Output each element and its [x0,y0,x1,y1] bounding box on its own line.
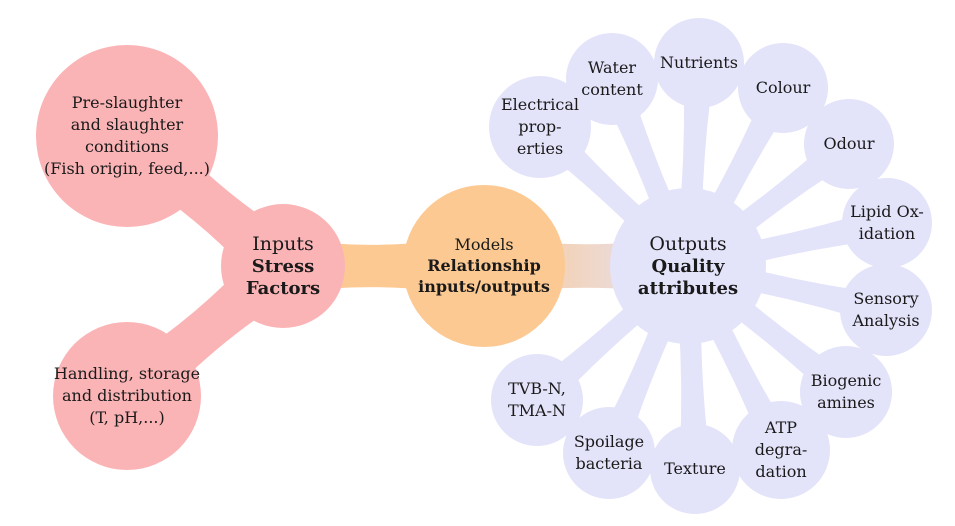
inputs-subtitle-line-2: Factors [245,277,321,299]
models-subtitle-line-2: inputs/outputs [418,277,550,296]
node-text-line: Analysis [852,311,920,330]
node-text-line: Electrical [500,95,580,114]
node-text-line: Handling, storage [53,364,201,383]
node-text-line: Nutrients [660,53,738,72]
output-colour-node: Colour [738,43,828,133]
node-text-line: (Fish origin, feed,...) [44,159,210,178]
output-tvbn-tman-node: TVB-N, TMA-N [491,354,583,446]
node-text-line: (T, pH,...) [89,408,165,427]
node-text-line: TMA-N [507,401,566,420]
node-text-line: and distribution [62,386,192,405]
node-text-line: Water [587,58,637,77]
output-biogenic-amines-node: Biogenic amines [800,346,892,438]
output-spoilage-bacteria-node: Spoilage bacteria [563,407,655,499]
node-text-line: content [581,80,643,99]
inputs-subtitle-line-1: Stress [251,255,315,277]
out4-circle [804,99,894,189]
output-lipid-oxidation-node: Lipid Ox- idation [842,178,932,268]
out10-circle [563,407,655,499]
out9-circle [650,424,740,514]
node-text-line: Texture [664,459,726,478]
in1-circle [53,322,201,470]
output-sensory-analysis-node: Sensory Analysis [840,264,932,356]
outputs-subtitle-line-1: Quality [651,255,725,277]
node-text-line: Odour [823,134,875,153]
node-text-line: and slaughter [70,115,184,134]
output-atp-degradation-node: ATP degra- dation [732,401,830,499]
models-circle [403,185,565,347]
node-text-line: idation [858,224,916,243]
output-water-content-node: Water content [566,33,658,125]
node-text-line: TVB-N, [508,379,566,398]
node-text-line: degra- [754,440,808,459]
node-text-line: Lipid Ox- [850,202,924,221]
out3-circle [738,43,828,133]
node-text-line: erties [516,139,564,158]
out11-circle [491,354,583,446]
inputs-circle [221,204,345,328]
input-handling-node: Handling, storage and distribution (T, p… [53,322,201,470]
node-text-line: prop- [518,117,562,136]
inputs-title: Inputs [252,232,314,255]
out7-circle [800,346,892,438]
node-text-line: dation [755,462,807,481]
models-node: Models Relationship inputs/outputs [403,185,565,347]
out1-circle [566,33,658,125]
input-preslaughter-node: Pre-slaughter and slaughter conditions (… [36,45,218,227]
node-text-line: Pre-slaughter [71,93,183,112]
out8-circle [732,401,830,499]
node-text-line: Spoilage [573,432,645,451]
output-electrical-properties-node: Electrical prop- erties [489,76,591,178]
node-text-line: Biogenic [810,371,882,390]
output-nutrients-node: Nutrients [654,18,744,108]
output-odour-node: Odour [804,99,894,189]
node-text-line: amines [817,393,875,412]
node-text-line: bacteria [575,454,643,473]
output-texture-node: Texture [650,424,740,514]
node-text-line: conditions [85,137,169,156]
models-subtitle-line-1: Relationship [427,256,541,275]
outputs-subtitle-line-2: attributes [637,277,739,299]
node-text-line: Sensory [853,289,919,308]
out0-circle [489,76,591,178]
models-title: Models [454,235,514,254]
out6-circle [840,264,932,356]
out5-circle [842,178,932,268]
outputs-circle [610,188,766,344]
outputs-node: Outputs Quality attributes [610,188,766,344]
inputs-node: Inputs Stress Factors [221,204,345,328]
outputs-title: Outputs [649,232,727,255]
in0-circle [36,45,218,227]
node-text-line: ATP [764,418,798,437]
out2-circle [654,18,744,108]
node-text-line: Colour [755,78,811,97]
